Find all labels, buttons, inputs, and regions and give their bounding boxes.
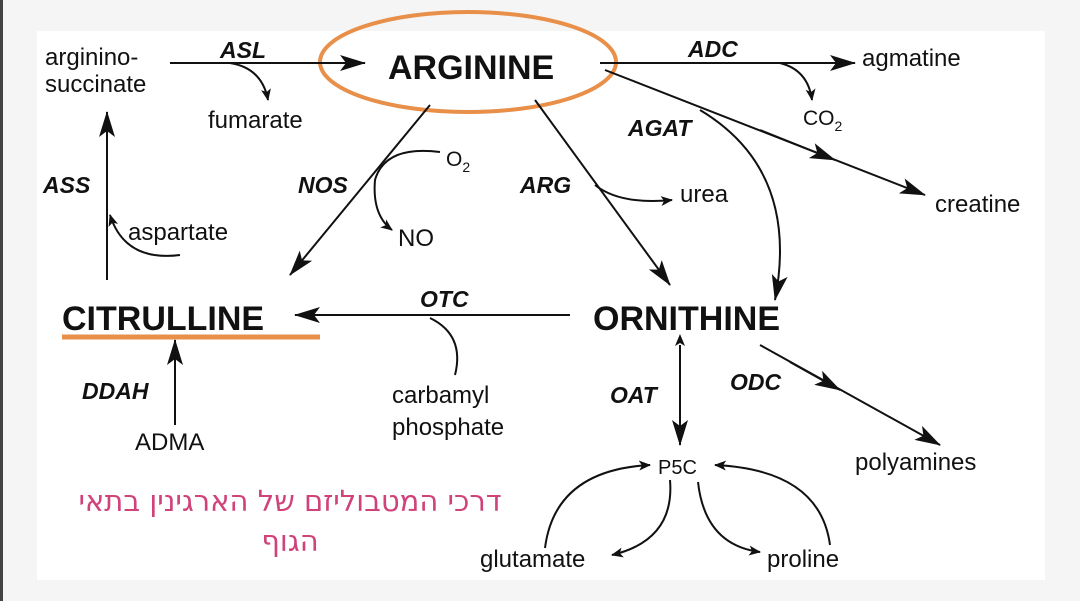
enzyme-agat: AGAT — [627, 115, 693, 141]
hebrew-caption-line1: דרכי המטבוליזם של הארגינין בתאי — [78, 484, 502, 518]
nos-arrow — [289, 104, 431, 276]
node-arginine: ARGININE — [388, 49, 554, 87]
enzyme-oat: OAT — [610, 382, 659, 408]
co2-sub: 2 — [835, 118, 843, 134]
o2-main: O — [446, 148, 462, 171]
node-o2: O2 — [446, 148, 470, 175]
agat-mid-arrowhead — [759, 129, 836, 161]
node-agmatine: agmatine — [862, 45, 961, 72]
node-proline: proline — [767, 546, 839, 573]
odc-mid-arrowhead — [789, 361, 841, 391]
node-aspartate: aspartate — [128, 219, 228, 246]
node-phosphate: phosphate — [392, 414, 504, 441]
enzyme-ass: ASS — [42, 172, 91, 198]
o2-no-arrow — [373, 149, 441, 231]
co2-arrow — [779, 62, 816, 101]
enzyme-ddah: DDAH — [82, 378, 149, 404]
enzyme-otc: OTC — [420, 286, 469, 312]
enzyme-adc: ADC — [687, 36, 738, 62]
diagram-panel — [37, 31, 1045, 580]
node-creatine: creatine — [935, 191, 1020, 218]
enzyme-arg: ARG — [519, 172, 571, 198]
node-carbamyl: carbamyl — [392, 382, 489, 409]
node-p5c: P5C — [658, 457, 697, 479]
node-fumarate: fumarate — [208, 107, 303, 134]
node-no: NO — [398, 225, 434, 252]
co2-main: CO — [803, 107, 835, 130]
fumarate-arrow — [229, 62, 271, 101]
node-citrulline: CITRULLINE — [62, 300, 264, 338]
node-polyamines: polyamines — [855, 449, 976, 476]
node-argininosuccinate-line1: arginino- — [45, 44, 138, 71]
window-edge — [0, 0, 3, 601]
arg-arrow — [534, 99, 671, 286]
node-adma: ADMA — [135, 429, 204, 456]
node-ornithine: ORNITHINE — [593, 300, 780, 338]
odc-arrow — [759, 344, 941, 446]
hebrew-caption-line2: הגוף — [261, 524, 319, 558]
p5c-glutamate-arrow — [611, 479, 672, 558]
carbamyl-arrow — [429, 317, 459, 376]
aspartate-arrow — [108, 214, 181, 257]
node-urea: urea — [680, 181, 729, 208]
p5c-proline-arrow — [697, 481, 761, 556]
enzyme-odc: ODC — [730, 369, 782, 395]
o2-sub: 2 — [462, 159, 470, 175]
enzyme-asl: ASL — [219, 37, 266, 63]
proline-p5c-arrow — [714, 460, 831, 546]
agat-ornithine-arrow — [699, 109, 788, 301]
node-argininosuccinate-line2: succinate — [45, 71, 146, 98]
node-co2: CO2 — [803, 107, 843, 134]
node-glutamate: glutamate — [480, 546, 585, 573]
urea-arrow — [594, 184, 673, 207]
enzyme-nos: NOS — [298, 172, 349, 198]
glutamate-p5c-arrow — [544, 460, 651, 549]
